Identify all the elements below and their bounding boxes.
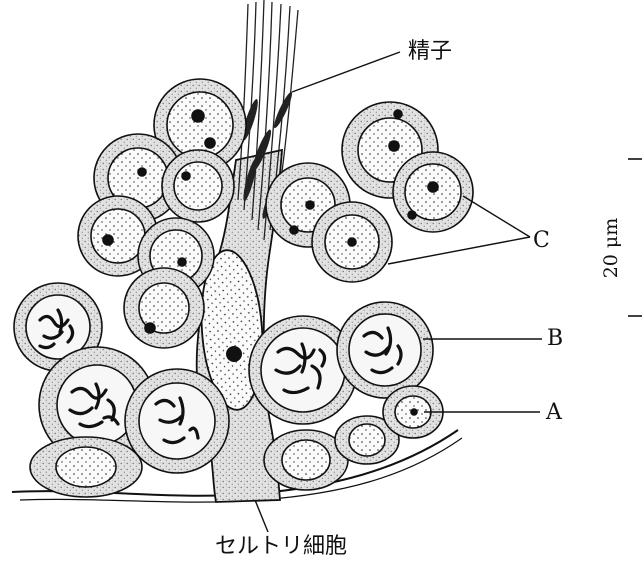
leader-c-2 <box>388 237 530 264</box>
label-b: B <box>547 328 563 350</box>
label-sertoli-cell: セルトリ細胞 <box>215 536 347 558</box>
sertoli-nucleolus <box>226 346 242 362</box>
leader-sertoli <box>255 500 268 532</box>
label-sperm: 精子 <box>408 41 452 63</box>
spermatid-group <box>78 79 473 348</box>
leader-c-1 <box>463 196 530 237</box>
label-c: C <box>533 230 550 252</box>
label-a: A <box>546 402 562 424</box>
scale-bar <box>628 159 642 316</box>
scale-bar-text: 20 μm <box>600 218 622 279</box>
scale-bar-label: 20 μm <box>596 218 626 278</box>
leader-sperm <box>292 52 400 92</box>
